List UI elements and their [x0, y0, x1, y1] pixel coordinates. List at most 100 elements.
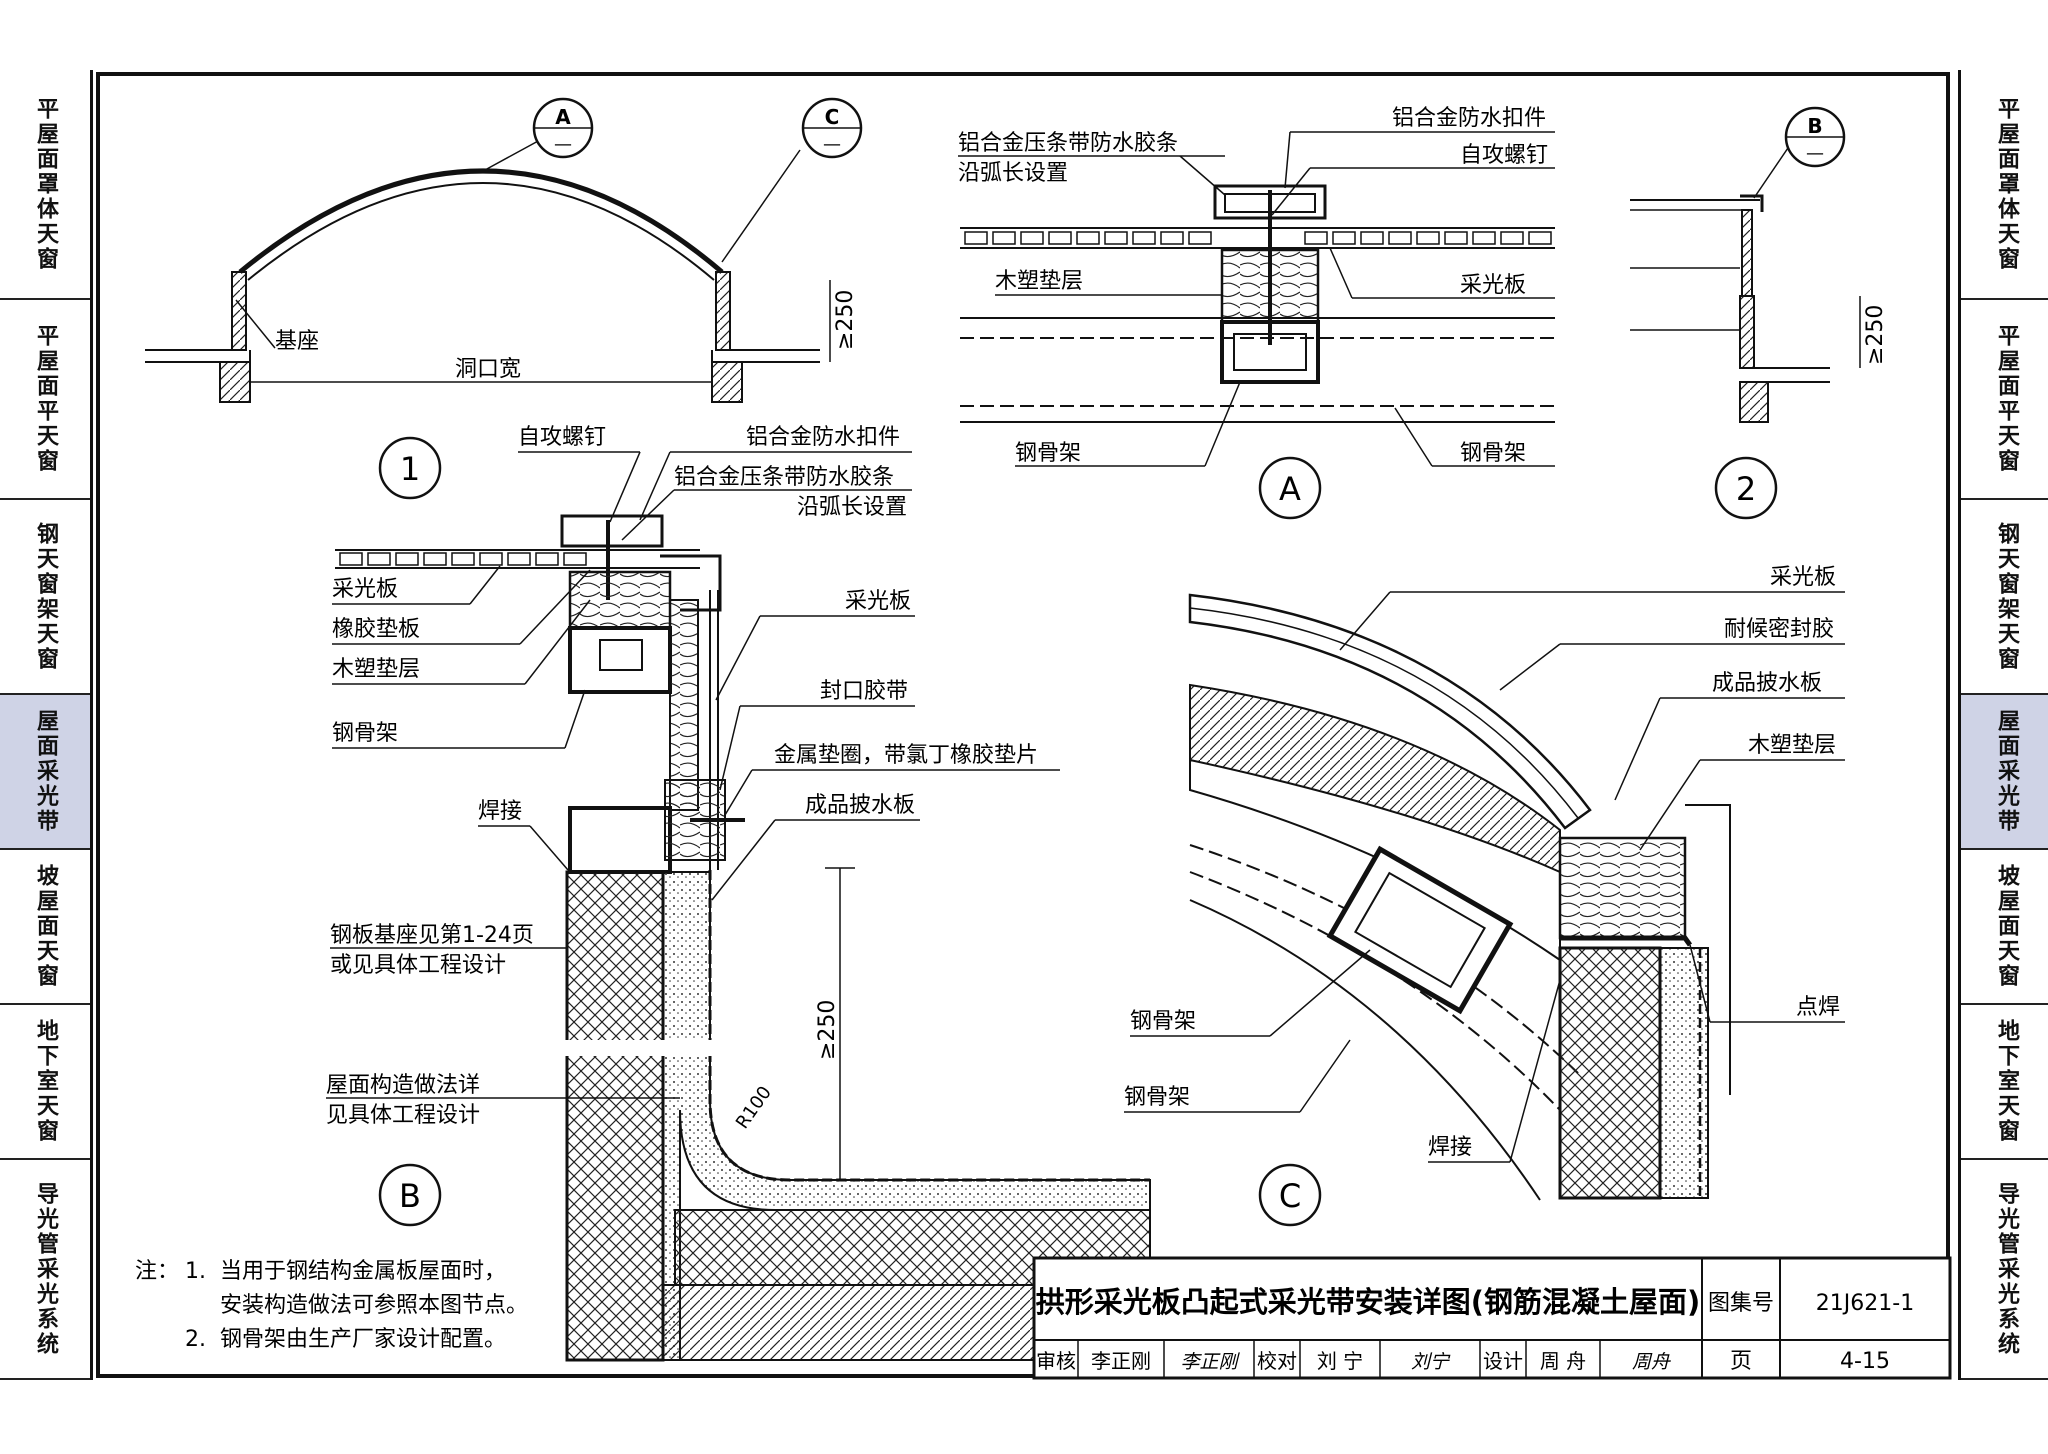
tab-label: 平屋面罩体天窗 — [33, 96, 58, 272]
wood-c — [1558, 836, 1687, 940]
arch-panel-inner — [247, 182, 715, 281]
label-screw-b: 自攻螺钉 — [518, 425, 606, 450]
right-tab-6[interactable]: 导光管采光系统 — [1961, 1160, 2048, 1380]
tab-label: 钢天窗架天窗 — [33, 521, 58, 672]
radius-label-b: R100 — [732, 1082, 776, 1132]
note-2-num: 2. — [185, 1327, 206, 1352]
label-strip-b-1: 铝合金压条带防水胶条 — [674, 465, 894, 490]
check-signature: 刘宁 — [1411, 1351, 1451, 1373]
review-signature: 李正刚 — [1180, 1351, 1240, 1373]
tab-label: 屋面采光带 — [33, 709, 58, 834]
tab-label: 坡屋面天窗 — [1994, 864, 2019, 989]
tab-label: 屋面采光带 — [1994, 709, 2019, 834]
detail-2: ≥250 B — 2 — [1630, 106, 1888, 520]
label-flashing-b: 成品披水板 — [805, 793, 915, 818]
base-label: 基座 — [275, 329, 319, 354]
design-name: 周 舟 — [1540, 1349, 1586, 1373]
detail-2-number-circle — [1714, 456, 1778, 520]
left-tab-2[interactable]: 钢天窗架天窗 — [0, 500, 90, 695]
label-frame-a-right: 钢骨架 — [1460, 441, 1526, 466]
label-washer-b: 金属垫圈，带氯丁橡胶垫片 — [774, 743, 1038, 768]
height-label: ≥250 — [833, 290, 858, 350]
label-flashing-c: 成品披水板 — [1712, 671, 1822, 696]
label-roof-b-1: 屋面构造做法详 — [326, 1073, 480, 1098]
label-frame-c-1: 钢骨架 — [1130, 1009, 1196, 1034]
note-2-line: 钢骨架由生产厂家设计配置。 — [220, 1327, 506, 1352]
detail-a-letter-circle — [1258, 456, 1322, 520]
drawing-title: 拱形采光板凸起式采光带安装详图(钢筋混凝土屋面) — [1036, 1285, 1701, 1319]
steel-c — [1326, 845, 1514, 1015]
label-frame-b: 钢骨架 — [332, 721, 398, 746]
label-spot-weld-c: 点焊 — [1796, 995, 1840, 1020]
label-frame-a-left: 钢骨架 — [1015, 441, 1081, 466]
note-1-line-1: 当用于钢结构金属板屋面时， — [220, 1259, 506, 1284]
drawing-frame — [96, 72, 1950, 1378]
label-panel-b-right: 采光板 — [845, 589, 911, 614]
cap-b — [560, 514, 664, 548]
page-value: 4-15 — [1840, 1349, 1890, 1374]
ref-b-dash: — — [1806, 143, 1824, 164]
right-tab-3[interactable]: 屋面采光带 — [1961, 695, 2048, 850]
label-wood-b: 木塑垫层 — [332, 657, 420, 682]
detail-b-letter: B — [399, 1177, 421, 1215]
right-tab-0[interactable]: 平屋面罩体天窗 — [1961, 70, 2048, 300]
atlas-label: 图集号 — [1708, 1291, 1774, 1316]
design-signature: 周舟 — [1632, 1351, 1671, 1373]
left-tab-5[interactable]: 地下室天窗 — [0, 1005, 90, 1160]
label-panel-b-left: 采光板 — [332, 577, 398, 602]
label-base-b-1: 钢板基座见第1-24页 — [330, 923, 534, 948]
label-wood-c: 木塑垫层 — [1748, 733, 1836, 758]
right-tab-2[interactable]: 钢天窗架天窗 — [1961, 500, 2048, 695]
title-block: 拱形采光板凸起式采光带安装详图(钢筋混凝土屋面) 图集号 21J621-1 审核… — [1032, 1256, 1952, 1380]
detail-c-letter: C — [1279, 1177, 1301, 1215]
detail-b-letter-circle — [378, 1163, 442, 1227]
ref-c-leader — [721, 149, 801, 263]
tab-label: 平屋面平天窗 — [1994, 324, 2019, 474]
right-tab-5[interactable]: 地下室天窗 — [1961, 1005, 2048, 1160]
opening-label: 洞口宽 — [455, 357, 521, 382]
detail-2-number: 2 — [1736, 470, 1756, 508]
tab-label: 坡屋面天窗 — [33, 864, 58, 989]
label-cap-b: 铝合金防水扣件 — [746, 425, 900, 450]
note-1-line-2: 安装构造做法可参照本图节点。 — [220, 1293, 528, 1318]
roof-line-left — [145, 349, 251, 363]
left-tab-1[interactable]: 平屋面平天窗 — [0, 300, 90, 500]
arch-panel — [238, 168, 724, 274]
left-tab-6[interactable]: 导光管采光系统 — [0, 1160, 90, 1380]
right-tab-1[interactable]: 平屋面平天窗 — [1961, 300, 2048, 500]
left-side-index: 平屋面罩体天窗平屋面平天窗钢天窗架天窗屋面采光带坡屋面天窗地下室天窗导光管采光系… — [0, 70, 93, 1380]
detail-1-number-circle — [378, 436, 442, 500]
tab-label: 平屋面平天窗 — [33, 324, 58, 474]
label-weld-c: 焊接 — [1428, 1135, 1472, 1160]
ref-a-letter: A — [555, 105, 571, 129]
panel-c — [1188, 593, 1592, 830]
label-weld-b: 焊接 — [478, 799, 522, 824]
left-tab-3[interactable]: 屋面采光带 — [0, 695, 90, 850]
wall-c — [1558, 946, 1662, 1200]
steel-b-top — [568, 626, 672, 694]
ref-c-dash: — — [823, 134, 841, 155]
ref-a-dash: — — [554, 134, 572, 155]
label-screw: 自攻螺钉 — [1460, 143, 1548, 168]
detail-2-height: ≥250 — [1863, 305, 1888, 365]
detail-1: 洞口宽 基座 ≥250 A — C — 1 — [145, 97, 863, 500]
left-tab-0[interactable]: 平屋面罩体天窗 — [0, 70, 90, 300]
label-base-b-2: 或见具体工程设计 — [330, 953, 506, 978]
detail-a: 铝合金压条带防水胶条 沿弧长设置 铝合金防水扣件 自攻螺钉 木塑垫层 采光板 钢… — [958, 106, 1555, 520]
ref-c-letter: C — [825, 105, 840, 129]
wall-b — [565, 870, 665, 1362]
tab-label: 地下室天窗 — [33, 1019, 58, 1144]
detail-a-letter: A — [1279, 470, 1301, 508]
label-panel-c: 采光板 — [1770, 565, 1836, 590]
detail-c: 采光板 耐候密封胶 成品披水板 木塑垫层 点焊 钢骨架 钢骨架 焊接 C — [1124, 565, 1845, 1227]
atlas-value: 21J621-1 — [1816, 1291, 1914, 1316]
base-leader — [235, 299, 276, 349]
label-panel-a: 采光板 — [1460, 273, 1526, 298]
right-tab-4[interactable]: 坡屋面天窗 — [1961, 850, 2048, 1005]
label-tape-b: 封口胶带 — [820, 679, 908, 704]
design-label: 设计 — [1483, 1349, 1523, 1373]
tab-label: 地下室天窗 — [1994, 1019, 2019, 1144]
roof-line-right — [711, 349, 820, 363]
left-tab-4[interactable]: 坡屋面天窗 — [0, 850, 90, 1005]
